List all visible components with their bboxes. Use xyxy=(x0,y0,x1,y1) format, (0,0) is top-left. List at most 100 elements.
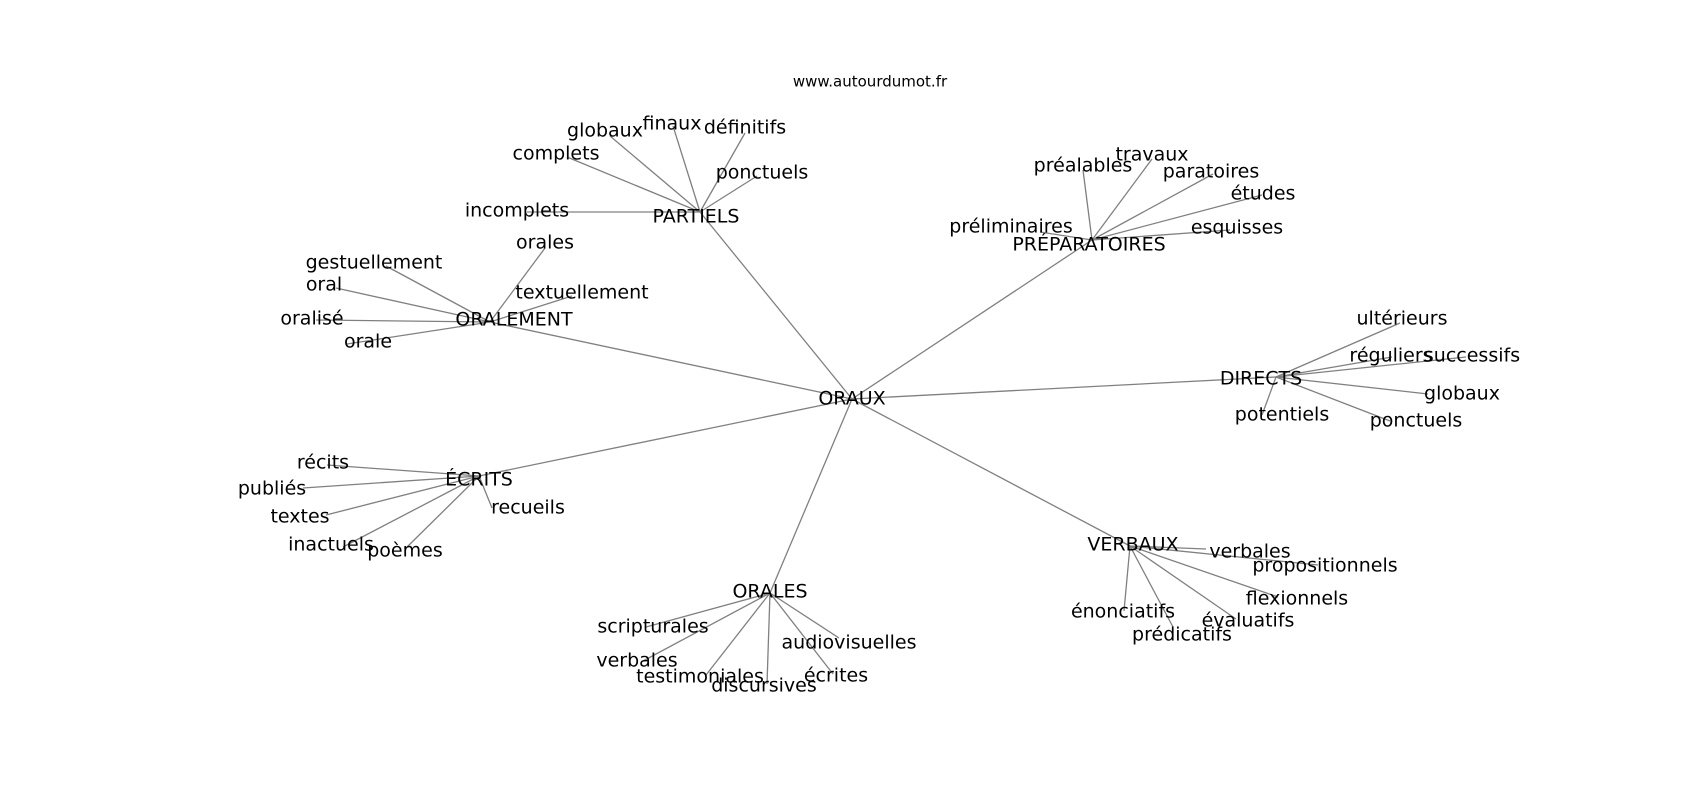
edge-1-5 xyxy=(1091,229,1231,241)
edge-2-0 xyxy=(385,265,491,323)
word-node-label: testimoniales xyxy=(636,666,764,688)
edge-1-4 xyxy=(1039,231,1093,241)
edge-4-1 xyxy=(302,475,480,489)
word-node-label: textes xyxy=(270,506,329,528)
hub-node-label: ORALEMENT xyxy=(455,309,573,331)
word-node-label: esquisses xyxy=(1191,217,1283,239)
edge-3-5 xyxy=(1275,376,1391,422)
hub-node-label: PARTIELS xyxy=(653,206,740,228)
word-node-label: successifs xyxy=(1424,345,1520,367)
hub-node-label: VERBAUX xyxy=(1087,534,1178,556)
edge-0-2 xyxy=(699,132,746,213)
edge-5-2 xyxy=(1129,545,1279,598)
edge-5-0 xyxy=(1129,545,1207,550)
edge-0-1 xyxy=(672,125,701,213)
hub-node-label: ÉCRITS xyxy=(445,468,513,491)
word-node-label: évaluatifs xyxy=(1202,610,1295,632)
edge-4-3 xyxy=(325,475,480,516)
root-node-label: ORAUX xyxy=(818,388,885,410)
word-node-label: textuellement xyxy=(515,282,648,304)
word-node-label: publiés xyxy=(238,478,306,500)
word-node-label: énonciatifs xyxy=(1071,601,1175,623)
hub-node-label: ORALES xyxy=(732,581,807,603)
edge-0-0 xyxy=(609,135,701,213)
edges-layer xyxy=(302,125,1467,685)
edge-root-to-6 xyxy=(769,398,853,594)
word-node-label: oral xyxy=(306,274,342,296)
word-node-label: poèmes xyxy=(367,540,442,562)
word-node-label: inactuels xyxy=(288,534,374,556)
edge-1-0 xyxy=(1082,169,1093,241)
edge-6-3 xyxy=(769,592,834,675)
word-node-label: préliminaires xyxy=(949,216,1072,238)
edge-2-2 xyxy=(335,287,491,323)
word-node-label: discursives xyxy=(711,675,817,697)
edge-2-4 xyxy=(315,319,491,323)
edge-2-3 xyxy=(489,295,573,323)
edge-1-3 xyxy=(1091,194,1263,241)
word-node-label: études xyxy=(1231,183,1296,205)
edge-3-2 xyxy=(1275,356,1467,378)
edge-root-to-5 xyxy=(851,398,1131,547)
word-node-label: paratoires xyxy=(1163,161,1260,183)
edge-root-to-4 xyxy=(478,398,853,477)
edge-5-1 xyxy=(1129,545,1319,566)
word-node-label: prédicatifs xyxy=(1132,624,1232,646)
word-node-label: orale xyxy=(344,331,392,353)
edge-root-to-1 xyxy=(851,239,1093,400)
word-node-label: définitifs xyxy=(704,117,786,139)
edge-root-to-3 xyxy=(851,376,1277,400)
edge-6-0 xyxy=(645,592,771,628)
word-node-label: flexionnels xyxy=(1246,588,1348,610)
edge-6-5 xyxy=(766,592,771,685)
word-node-label: préalables xyxy=(1034,155,1133,177)
word-node-label: audiovisuelles xyxy=(782,632,917,654)
edge-root-to-0 xyxy=(699,211,853,400)
word-node-label: incomplets xyxy=(465,200,569,222)
edge-6-1 xyxy=(642,592,771,662)
word-node-label: globaux xyxy=(1424,383,1500,405)
word-node-label: potentiels xyxy=(1235,404,1329,426)
edge-6-4 xyxy=(769,592,840,639)
edge-3-4 xyxy=(1261,376,1277,416)
edge-3-3 xyxy=(1275,376,1429,395)
edge-6-2 xyxy=(705,592,771,676)
word-node-label: écrites xyxy=(804,665,868,687)
edge-5-5 xyxy=(1129,545,1174,628)
word-node-label: ponctuels xyxy=(716,162,809,184)
word-node-label: scripturales xyxy=(597,616,708,638)
edge-2-5 xyxy=(346,321,491,345)
edge-1-1 xyxy=(1091,158,1153,241)
hub-node-label: DIRECTS xyxy=(1220,368,1302,390)
word-node-label: recueils xyxy=(491,497,565,519)
edge-2-1 xyxy=(489,247,546,323)
hub-node-label: PRÉPARATOIRES xyxy=(1012,233,1165,256)
word-node-label: verbales xyxy=(1209,541,1290,563)
edge-3-1 xyxy=(1275,356,1393,378)
edge-4-4 xyxy=(342,475,480,548)
word-node-label: globaux xyxy=(567,120,643,142)
edge-4-2 xyxy=(478,475,493,509)
word-node-label: réguliers xyxy=(1349,345,1432,367)
word-node-label: récits xyxy=(297,452,349,474)
credit-text: www.autourdumot.fr xyxy=(793,73,948,91)
word-node-label: ponctuels xyxy=(1370,410,1463,432)
edge-root-to-2 xyxy=(489,321,853,400)
word-node-label: ultérieurs xyxy=(1357,308,1448,330)
word-node-label: oralisé xyxy=(280,308,343,330)
word-node-label: orales xyxy=(516,232,574,254)
word-node-label: complets xyxy=(513,143,600,165)
word-node-label: propositionnels xyxy=(1252,555,1397,577)
edge-5-3 xyxy=(1123,545,1131,612)
edge-3-0 xyxy=(1275,322,1401,378)
edge-0-3 xyxy=(566,156,701,213)
edge-5-4 xyxy=(1129,545,1237,620)
edge-4-5 xyxy=(405,475,480,549)
word-node-label: travaux xyxy=(1115,144,1188,166)
edge-0-4 xyxy=(699,175,758,213)
word-node-label: gestuellement xyxy=(306,252,443,274)
word-node-label: finaux xyxy=(643,113,702,135)
edge-1-2 xyxy=(1091,173,1214,241)
